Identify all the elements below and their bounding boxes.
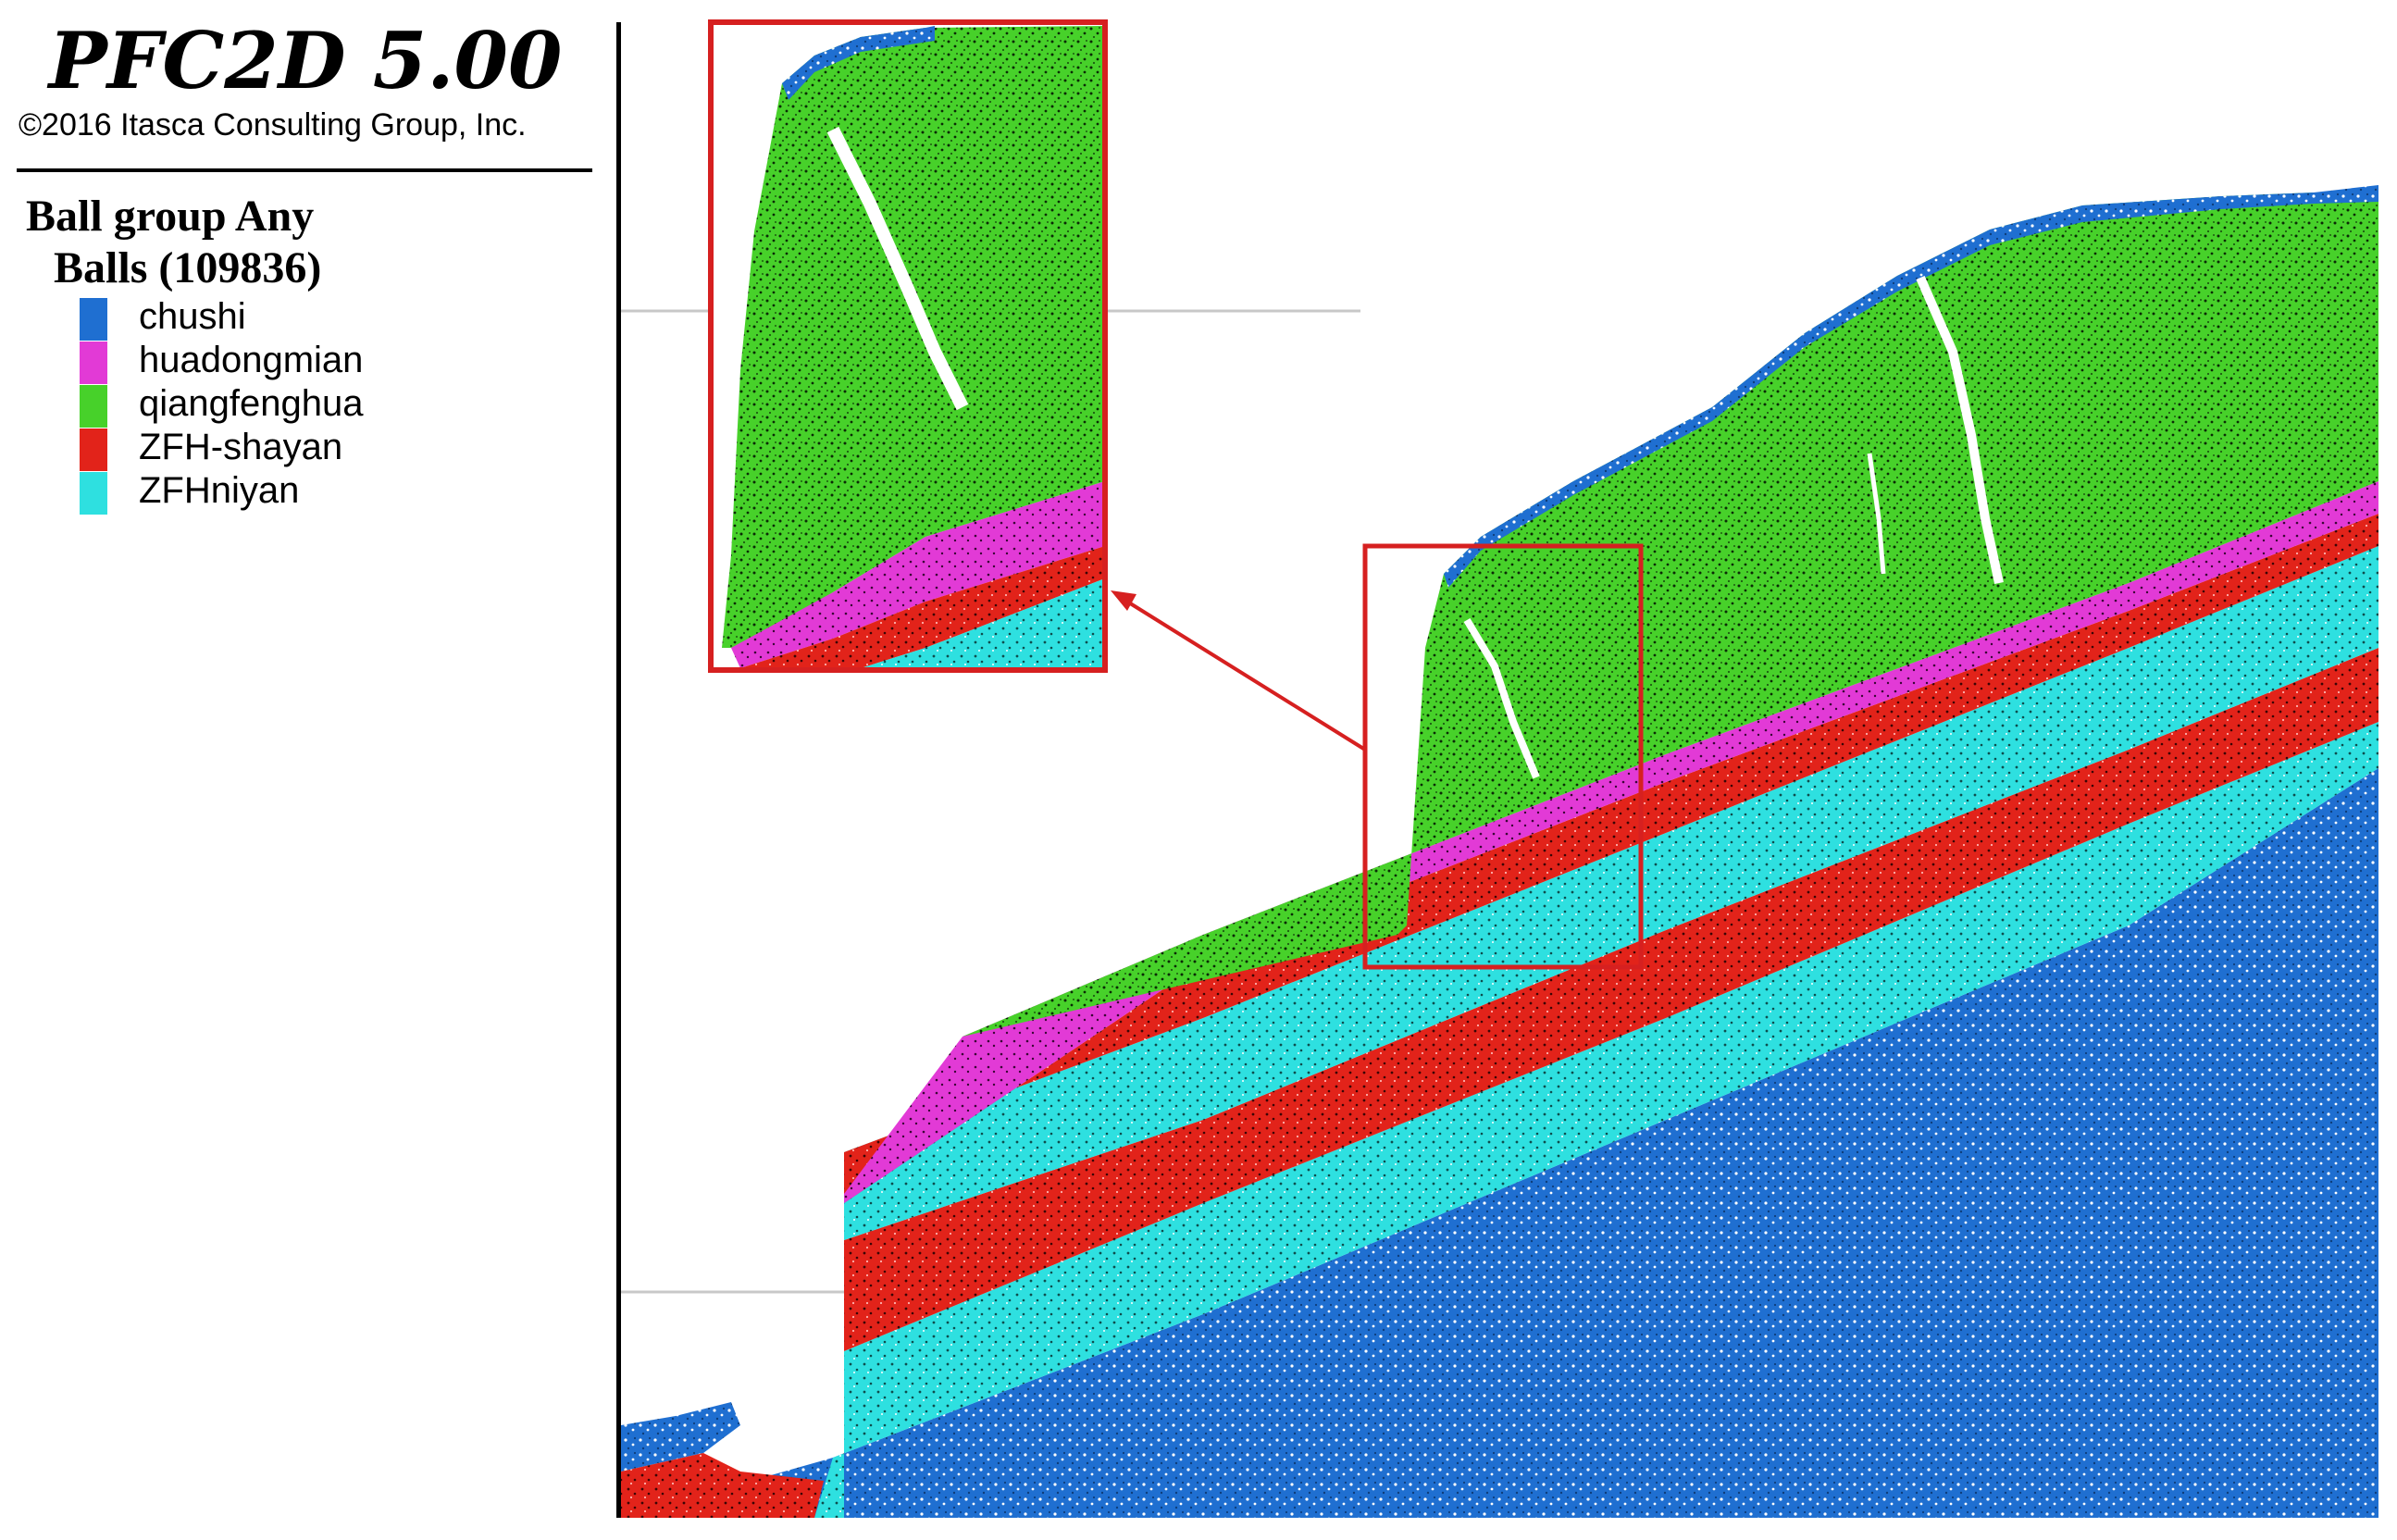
inset-tension-crack — [826, 126, 969, 411]
layer-zfhniyan-lower — [814, 722, 2378, 1518]
legend-label: chushi — [139, 296, 246, 337]
zoom-inset-frame[interactable] — [708, 19, 1108, 673]
legend-label: ZFH-shayan — [139, 427, 343, 467]
layer-zfh-shayan-toe — [621, 1453, 824, 1518]
color-swatch-qiangfenghua — [80, 385, 107, 428]
app-title: PFC2D 5.00 — [48, 15, 563, 106]
slope-model — [621, 185, 2378, 1518]
highlight-frame[interactable] — [1362, 543, 1644, 970]
legend-title: Ball group Any — [26, 192, 315, 241]
color-swatch-zfhniyan — [80, 472, 107, 515]
legend-label: ZFHniyan — [139, 470, 300, 511]
legend-ball-count: Balls (109836) — [54, 243, 322, 292]
model-viewport[interactable] — [621, 0, 2397, 1540]
zoom-callout-arrow — [1118, 595, 1367, 751]
layer-zfh-shayan-upper — [844, 514, 2378, 1240]
layer-zfh-shayan-lower — [844, 648, 2378, 1462]
layer-chushi-toe — [621, 1402, 740, 1472]
legend-label: huadongmian — [139, 340, 364, 380]
color-swatch-chushi — [80, 298, 107, 341]
tension-crack — [1867, 453, 1886, 575]
legend-panel: PFC2D 5.00 ©2016 Itasca Consulting Group… — [0, 0, 611, 1540]
layer-huadongmian — [844, 481, 2378, 1203]
layer-zfhniyan-upper — [844, 546, 2378, 1240]
color-swatch-zfh-shayan — [80, 428, 107, 471]
layer-chushi-base — [621, 768, 2378, 1518]
legend-label: qiangfenghua — [139, 383, 364, 424]
color-swatch-huadongmian — [80, 342, 107, 384]
inset-layer-chushi-crest — [782, 26, 935, 100]
inset-layer-huadongmian — [731, 481, 1105, 668]
inset-layer-qiangfenghua — [722, 26, 1105, 648]
tension-crack — [1463, 617, 1540, 779]
title-divider — [17, 168, 592, 172]
copyright-text: ©2016 Itasca Consulting Group, Inc. — [19, 107, 527, 143]
viewport-border — [616, 22, 621, 1518]
arrowhead-icon — [1111, 590, 1136, 611]
layer-qiangfenghua — [963, 192, 2378, 1037]
inset-layer-zfhniyan — [861, 578, 1105, 668]
tension-crack — [1916, 275, 2004, 585]
inset-layer-zfh-shayan — [740, 546, 1105, 668]
